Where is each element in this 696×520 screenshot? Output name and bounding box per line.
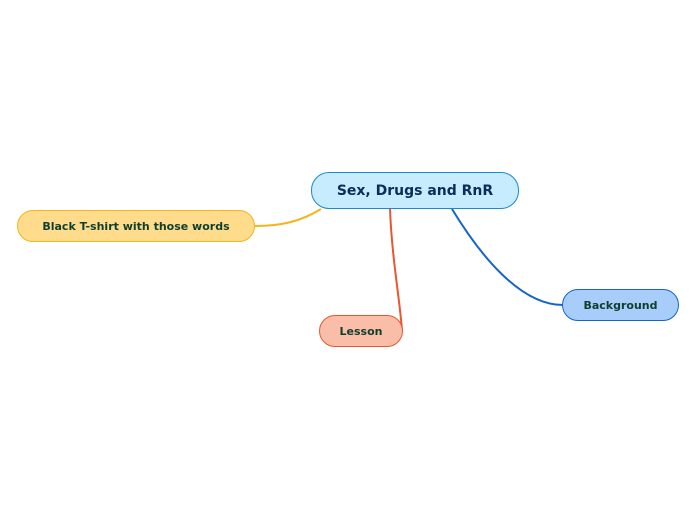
topic-label: Black T-shirt with those words xyxy=(42,219,230,233)
topic-node-lesson[interactable]: Lesson xyxy=(319,315,403,347)
link-lesson xyxy=(389,208,403,332)
topic-label: Background xyxy=(583,298,658,312)
link-tshirt xyxy=(254,208,322,227)
central-topic-label: Sex, Drugs and RnR xyxy=(336,182,494,199)
central-topic-node[interactable]: Sex, Drugs and RnR xyxy=(311,172,519,209)
topic-label: Lesson xyxy=(339,324,383,338)
topic-node-background[interactable]: Background xyxy=(562,289,679,321)
topic-node-black-tshirt[interactable]: Black T-shirt with those words xyxy=(17,210,255,242)
link-background xyxy=(451,208,564,306)
